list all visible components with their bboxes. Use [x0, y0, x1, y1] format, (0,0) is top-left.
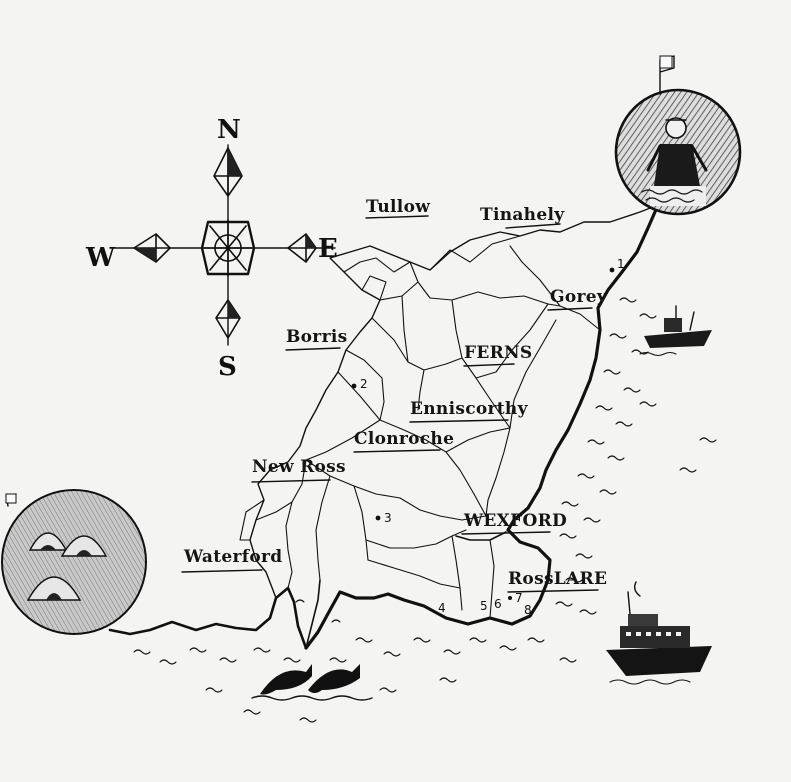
- compass-east-label: E: [318, 234, 338, 264]
- numbered-markers: 1 2 3 4 5 6 7 8: [351, 257, 625, 617]
- town-label-enniscorthy: Enniscorthy: [410, 399, 529, 419]
- town-label-rosslare: RossLARE: [508, 569, 607, 589]
- figure-in-water-vignette-icon: [614, 55, 742, 216]
- marker-4: 4: [438, 601, 446, 615]
- town-label-clonroche: Clonroche: [354, 429, 454, 449]
- coastline: [108, 203, 660, 650]
- town-label-wexford: WEXFORD: [463, 511, 567, 531]
- town-label-borris: Borris: [286, 327, 347, 347]
- town-label-ferns: FERNS: [464, 343, 532, 363]
- marker-8: 8: [524, 603, 532, 617]
- town-label-tullow: Tullow: [366, 197, 430, 217]
- road-network: [239, 235, 601, 649]
- town-label-tinahely: Tinahely: [480, 205, 565, 225]
- ferry-ship-icon: [606, 581, 712, 685]
- marker-5: 5: [480, 599, 488, 613]
- town-label-waterford: Waterford: [183, 547, 282, 567]
- compass-rose-icon: N S E W: [85, 115, 338, 382]
- compass-north-label: N: [217, 115, 241, 145]
- marker-6: 6: [494, 597, 502, 611]
- dolphins-icon: [251, 664, 373, 701]
- compass-west-label: W: [85, 243, 116, 273]
- marker-1: 1: [617, 257, 625, 271]
- marker-2: 2: [360, 377, 368, 391]
- town-labels: Tullow Tinahely Gorey Borris FERNS Ennis…: [181, 197, 608, 593]
- marker-7: 7: [515, 591, 523, 605]
- fishing-boat-icon: [639, 305, 712, 356]
- town-label-new-ross: New Ross: [252, 457, 346, 477]
- sea-waves: [133, 297, 717, 723]
- town-label-gorey: Gorey: [550, 287, 608, 307]
- marker-3: 3: [384, 511, 392, 525]
- stone-huts-vignette-icon: [1, 489, 147, 635]
- compass-south-label: S: [218, 352, 237, 382]
